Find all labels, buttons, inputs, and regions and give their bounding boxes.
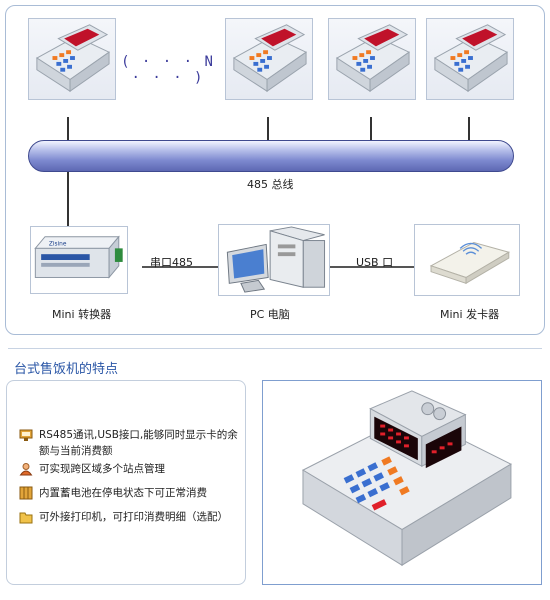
product-photo xyxy=(262,380,542,585)
card-reader-icon xyxy=(429,241,511,285)
serial-link-line xyxy=(142,266,218,268)
pos-terminal-photo xyxy=(301,390,512,567)
rs485-bus xyxy=(28,140,514,172)
pos-terminal-icon xyxy=(35,24,111,93)
pc-icon xyxy=(226,226,326,293)
bus-label: 485 总线 xyxy=(247,178,294,191)
features-panel: RS485通讯,USB接口,能够同时显示卡的余额与当前消费额 可实现跨区域多个站… xyxy=(6,380,246,585)
monitor-icon xyxy=(19,428,33,442)
feature-text: 可外接打印机，可打印消费明细（选配） xyxy=(39,511,228,523)
terminal-2 xyxy=(225,18,313,100)
card-issuer-label: Mini 发卡器 xyxy=(440,308,500,321)
terminal-3 xyxy=(328,18,416,100)
converter-label: Mini 转换器 xyxy=(52,308,112,321)
terminal-1-drop-line xyxy=(67,117,69,141)
pc-label: PC 电脑 xyxy=(250,308,290,321)
mini-converter: Zisine xyxy=(30,226,128,294)
feature-text: RS485通讯,USB接口,能够同时显示卡的余额与当前消费额 xyxy=(39,429,238,457)
bus-to-converter-line xyxy=(67,172,69,228)
terminal-4 xyxy=(426,18,514,100)
feature-text: 可实现跨区域多个站点管理 xyxy=(39,463,165,475)
pos-terminal-icon xyxy=(433,24,509,93)
battery-icon xyxy=(19,486,33,500)
feature-text: 内置蓄电池在停电状态下可正常消费 xyxy=(39,487,207,499)
features-title: 台式售饭机的特点 xyxy=(14,362,119,377)
usb-link-line xyxy=(330,266,414,268)
converter-brand: Zisine xyxy=(49,241,67,247)
usb-link-label: USB 口 xyxy=(356,256,394,269)
terminal-2-drop-line xyxy=(267,117,269,141)
terminal-3-drop-line xyxy=(370,117,372,141)
user-icon xyxy=(19,462,33,476)
section-divider xyxy=(8,348,542,349)
terminal-1 xyxy=(28,18,116,100)
pc-computer xyxy=(218,224,330,296)
converter-icon: Zisine xyxy=(34,235,123,279)
folder-icon xyxy=(19,510,33,524)
terminal-4-drop-line xyxy=(468,117,470,141)
pos-terminal-icon xyxy=(232,24,308,93)
terminal-ellipsis: ( · · · N · · · ) xyxy=(121,54,215,86)
mini-card-issuer xyxy=(414,224,520,296)
serial-link-label: 串口485 xyxy=(150,256,193,269)
pos-terminal-icon xyxy=(335,24,411,93)
